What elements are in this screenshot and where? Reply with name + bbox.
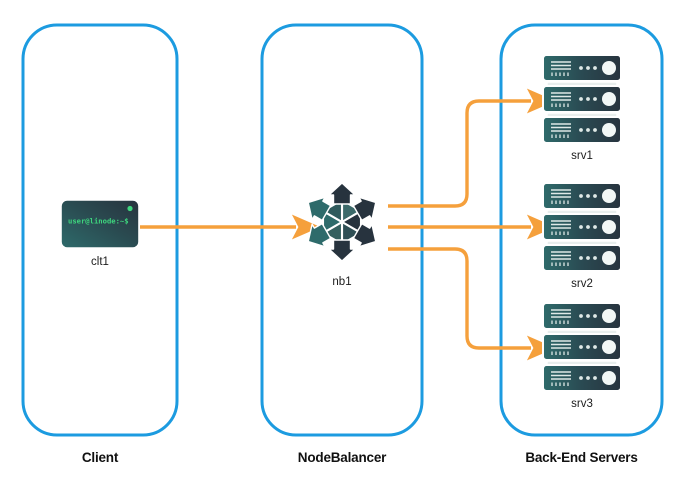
node-label-clt1: clt1 (91, 256, 109, 268)
zone-box-backend (499, 23, 664, 437)
hex-core (320, 198, 364, 246)
terminal-icon[interactable]: user@linode:~$ (60, 199, 140, 249)
node-label-srv2: srv2 (571, 278, 593, 290)
zone-label-client: Client (81, 450, 119, 465)
zone-box-client (21, 23, 179, 437)
node-label-srv3: srv3 (571, 398, 593, 410)
server-rack-icon-srv2[interactable] (535, 180, 629, 274)
zone-label-backend: Back-End Servers (525, 450, 638, 465)
terminal-prompt-text: user@linode:~$ (68, 217, 129, 226)
hex-arrows (307, 182, 377, 262)
zone-box-nodebalancer (260, 23, 424, 437)
server-rack-icon-srv1[interactable] (535, 52, 629, 146)
nodebalancer-hex-icon[interactable] (296, 176, 388, 268)
node-label-nb1: nb1 (332, 276, 352, 288)
zone-label-nodebalancer: NodeBalancer (297, 450, 387, 465)
connector-nb1-to-srv1 (388, 88, 556, 208)
server-rack-icon-srv3[interactable] (535, 300, 629, 394)
terminal-status-dot (127, 205, 133, 212)
node-label-srv1: srv1 (571, 150, 593, 162)
connector-nb1-to-srv3 (388, 247, 556, 361)
